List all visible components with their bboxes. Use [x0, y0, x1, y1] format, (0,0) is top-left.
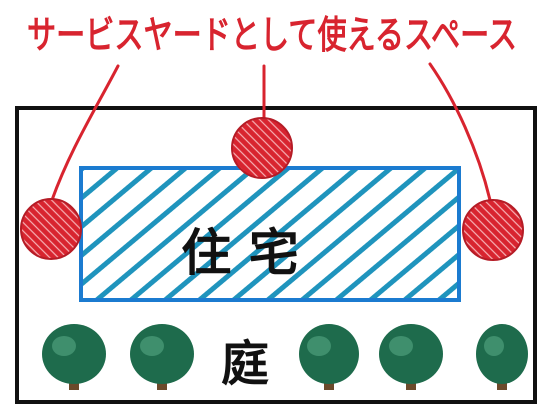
lot-outline — [15, 106, 537, 404]
leader-lines — [50, 62, 492, 202]
leader-line-left — [50, 64, 120, 202]
house-block — [79, 166, 461, 302]
garden-label: 庭 — [221, 336, 269, 392]
diagram-title: サービスヤードとして使えるスペース — [27, 13, 517, 57]
service-area-top-icon — [231, 117, 293, 179]
service-area-left-icon — [20, 198, 82, 260]
tree-icon — [379, 324, 443, 390]
house-label: 住 宅 — [181, 223, 298, 282]
tree-icon — [299, 324, 359, 390]
service-area-right-icon — [462, 199, 524, 261]
tree-icon — [476, 324, 528, 390]
trees — [42, 324, 528, 390]
tree-icon — [130, 324, 194, 390]
leader-line-right — [428, 62, 492, 202]
tree-icon — [42, 324, 106, 390]
